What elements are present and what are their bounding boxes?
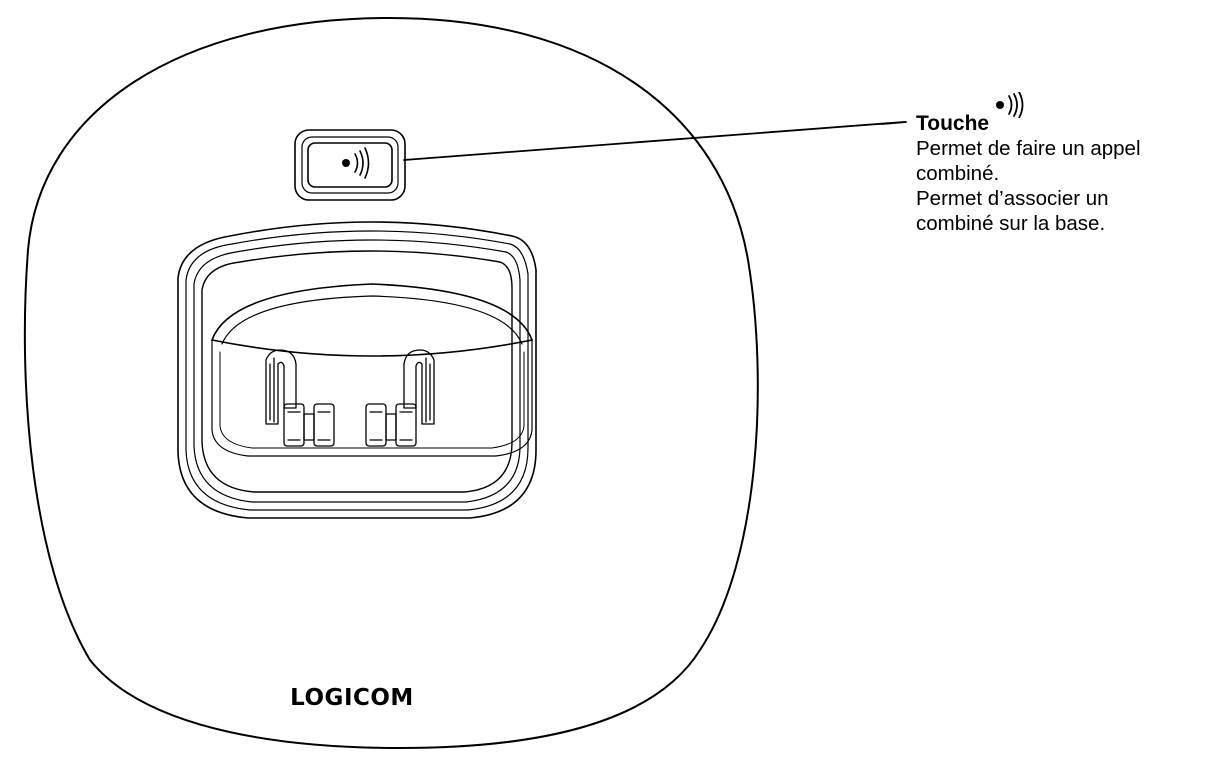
callout-title-row: Touche xyxy=(916,91,1226,136)
callout-title: Touche xyxy=(916,112,990,135)
handset-cradle xyxy=(177,221,537,519)
brand-logo: LOGICOM xyxy=(290,685,414,711)
callout-leader-line xyxy=(403,121,905,161)
signal-waves-icon xyxy=(342,147,370,179)
callout-line-1: Permet de faire un appel xyxy=(916,137,1141,160)
callout-leader-tick xyxy=(881,121,907,125)
base-outline xyxy=(23,17,759,749)
signal-waves-icon xyxy=(995,91,1025,124)
callout-line-3: Permet d’associer un xyxy=(916,187,1109,210)
callout-line-4: combiné sur la base. xyxy=(916,212,1106,235)
callout-line-2: combiné. xyxy=(916,162,1000,185)
callout-panel: Touche Permet de faire un appel combiné.… xyxy=(916,91,1226,236)
pairing-button[interactable] xyxy=(294,129,406,201)
left-cradle-hook xyxy=(265,349,335,447)
right-cradle-hook xyxy=(365,349,435,447)
